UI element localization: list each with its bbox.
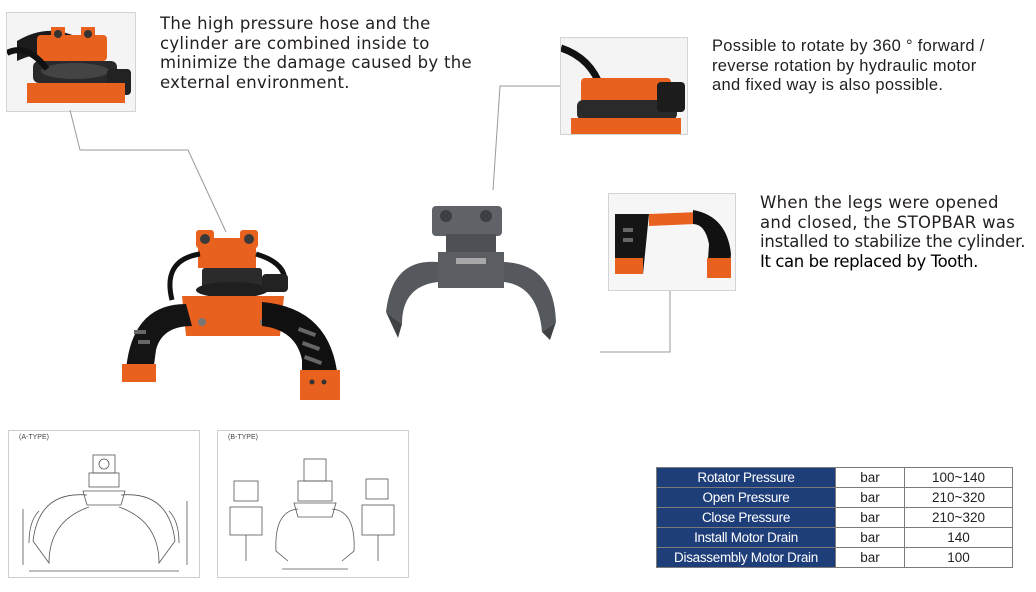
stopbar-callout-line-3: installed to stabilize the cylinder. — [760, 232, 1026, 251]
spec-name-cell: Rotator Pressure — [656, 467, 836, 488]
spec-value-cell: 210~320 — [904, 507, 1013, 528]
spec-value-cell: 210~320 — [904, 487, 1013, 508]
spec-unit-cell: bar — [835, 547, 905, 568]
hose-callout-line-3: minimize the damage caused by the — [160, 53, 472, 72]
rotate-callout-line-1: Possible to rotate by 360 ° forward / — [712, 37, 985, 55]
rotate-callout: Possible to rotate by 360 ° forward / re… — [712, 37, 1032, 96]
stopbar-detail-photo — [608, 193, 736, 291]
b-type-label: (B-TYPE) — [228, 434, 258, 441]
spec-name-cell: Disassembly Motor Drain — [656, 547, 836, 568]
b-type-drawing: (B-TYPE) — [217, 430, 409, 578]
a-type-label: (A-TYPE) — [19, 434, 49, 441]
spec-name-cell: Install Motor Drain — [656, 527, 836, 548]
spec-unit-cell: bar — [835, 487, 905, 508]
rotator-detail-photo — [560, 37, 688, 135]
a-type-drawing: (A-TYPE) — [8, 430, 200, 578]
stopbar-callout-extra: It can be replaced by Tooth. — [760, 251, 978, 271]
hose-callout-line-1: The high pressure hose and the — [160, 14, 431, 33]
stopbar-callout: When the legs were opened and closed, th… — [760, 193, 1032, 271]
spec-unit-cell: bar — [835, 527, 905, 548]
spec-unit-cell: bar — [835, 467, 905, 488]
spec-name-cell: Close Pressure — [656, 507, 836, 528]
stopbar-callout-line-2: and closed, the STOPBAR was — [760, 212, 1016, 232]
spec-value-cell: 140 — [904, 527, 1013, 548]
spec-value-cell: 100 — [904, 547, 1013, 568]
spec-unit-cell: bar — [835, 507, 905, 528]
spec-value-cell: 100~140 — [904, 467, 1013, 488]
hose-callout-line-4: external environment. — [160, 72, 350, 92]
hose-callout: The high pressure hose and the cylinder … — [160, 14, 480, 92]
hose-detail-photo — [6, 12, 136, 112]
rotate-callout-line-2: reverse rotation by hydraulic motor — [712, 56, 977, 75]
gray-grapple-photo — [382, 202, 560, 342]
stopbar-callout-line-1: When the legs were opened — [760, 193, 999, 212]
orange-grapple-photo — [112, 230, 344, 408]
rotate-callout-line-3: and fixed way is also possible. — [712, 76, 944, 94]
spec-name-cell: Open Pressure — [656, 487, 836, 508]
hose-callout-line-2: cylinder are combined inside to — [160, 33, 430, 53]
